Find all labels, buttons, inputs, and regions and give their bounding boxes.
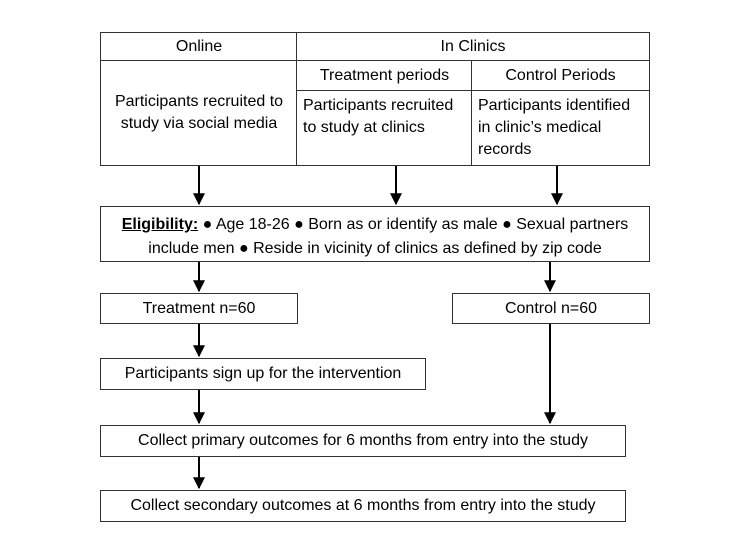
control-identification-text: Participants identified in clinic’s medi… — [478, 97, 631, 158]
online-recruitment-box: Participants recruited to study via soci… — [100, 60, 298, 166]
eligibility-criteria-1: ● Age 18-26 ● Born as or identify as mal… — [198, 216, 629, 233]
online-header: Online — [100, 32, 298, 62]
treatment-recruitment-box: Participants recruited to study at clini… — [296, 90, 473, 166]
online-header-label: Online — [175, 38, 223, 55]
eligibility-box: Eligibility: ● Age 18-26 ● Born as or id… — [100, 206, 650, 262]
secondary-outcomes-box: Collect secondary outcomes at 6 months f… — [100, 490, 626, 522]
control-group-box: Control n=60 — [452, 293, 650, 324]
treatment-group-box: Treatment n=60 — [100, 293, 298, 324]
signup-label: Participants sign up for the interventio… — [124, 365, 402, 382]
primary-outcomes-box: Collect primary outcomes for 6 months fr… — [100, 425, 626, 457]
control-periods-header: Control Periods — [471, 60, 650, 92]
treatment-group-label: Treatment n=60 — [142, 299, 256, 317]
treatment-periods-label: Treatment periods — [319, 67, 450, 84]
eligibility-line-1: Eligibility: ● Age 18-26 ● Born as or id… — [109, 213, 641, 237]
secondary-outcomes-label: Collect secondary outcomes at 6 months f… — [130, 497, 596, 514]
control-group-label: Control n=60 — [504, 299, 598, 317]
control-identification-box: Participants identified in clinic’s medi… — [471, 90, 650, 166]
control-periods-label: Control Periods — [505, 67, 616, 84]
treatment-periods-header: Treatment periods — [296, 60, 473, 92]
signup-box: Participants sign up for the interventio… — [100, 358, 426, 390]
online-recruitment-text: Participants recruited to study via soci… — [114, 93, 284, 132]
eligibility-criteria-2: include men ● Reside in vicinity of clin… — [148, 240, 602, 257]
primary-outcomes-label: Collect primary outcomes for 6 months fr… — [138, 432, 588, 449]
eligibility-label: Eligibility: — [121, 216, 199, 233]
treatment-recruitment-text: Participants recruited to study at clini… — [303, 97, 454, 136]
clinics-header-label: In Clinics — [440, 38, 506, 55]
